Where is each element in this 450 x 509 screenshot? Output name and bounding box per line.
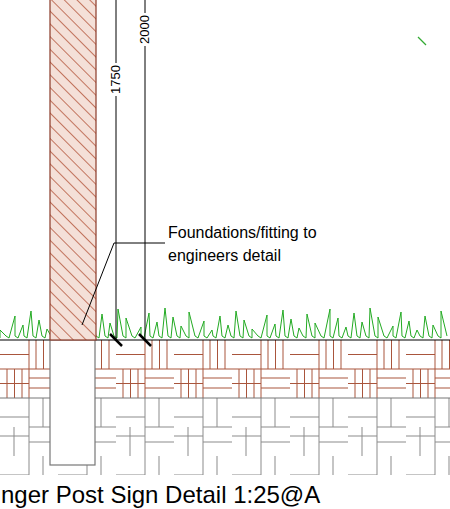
note-text: Foundations/fitting to engineers detail	[168, 221, 368, 267]
leader-line	[82, 243, 165, 325]
foundation	[50, 340, 95, 465]
dimension-line	[145, 0, 146, 340]
dimension-line	[116, 0, 117, 340]
post	[50, 0, 96, 340]
drawing-caption: nger Post Sign Detail 1:25@A	[1, 481, 320, 508]
dimension-text: 1750	[109, 63, 123, 96]
grass-mark	[418, 37, 426, 45]
dimension-tick	[110, 334, 122, 346]
dimension-text: 2000	[138, 13, 152, 46]
dimension-tick	[139, 334, 151, 346]
